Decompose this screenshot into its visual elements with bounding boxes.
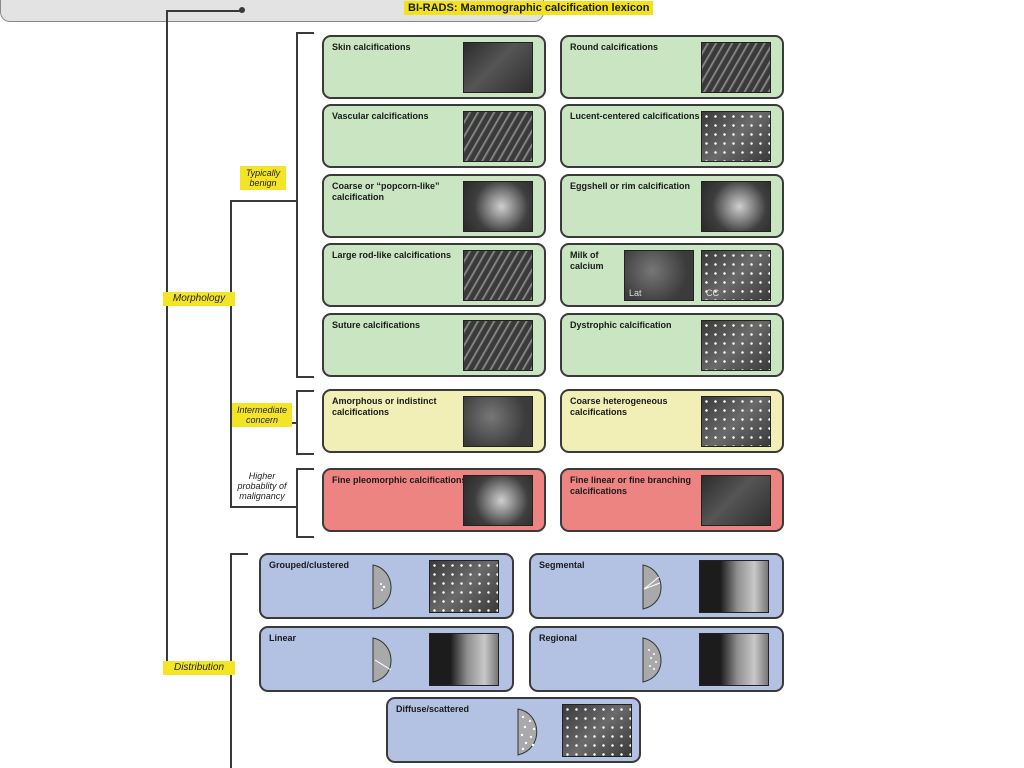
card-label: Dystrophic calcification bbox=[570, 320, 672, 330]
card-label: Eggshell or rim calcification bbox=[570, 181, 691, 191]
bracket bbox=[296, 32, 298, 377]
xray-thumbnail-lat: Lat bbox=[624, 250, 694, 301]
card-diffuse: Diffuse/scattered bbox=[386, 697, 641, 763]
card-vascular: Vascular calcifications bbox=[322, 104, 546, 168]
card-label: Lucent-centered calcifications bbox=[570, 111, 700, 121]
bracket bbox=[296, 536, 314, 538]
xray-thumbnail bbox=[701, 320, 771, 371]
card-popcorn: Coarse or “popcorn-like” calcification bbox=[322, 174, 546, 238]
xray-thumbnail bbox=[463, 250, 533, 301]
xray-thumbnail bbox=[429, 633, 499, 686]
xray-thumbnail-cc: CC bbox=[701, 250, 771, 301]
xray-thumbnail bbox=[463, 181, 533, 232]
branch-morphology: Morphology bbox=[163, 292, 235, 306]
card-label: Vascular calcifications bbox=[332, 111, 429, 121]
card-fine-linear: Fine linear or fine branching calcificat… bbox=[560, 468, 784, 532]
card-dystrophic: Dystrophic calcification bbox=[560, 313, 784, 377]
bracket bbox=[296, 376, 314, 378]
bracket bbox=[230, 553, 232, 768]
tree-line bbox=[230, 200, 232, 507]
xray-thumbnail bbox=[701, 181, 771, 232]
xray-thumbnail bbox=[463, 320, 533, 371]
card-eggshell: Eggshell or rim calcification bbox=[560, 174, 784, 238]
card-label: Coarse or “popcorn-like” calcification bbox=[332, 181, 440, 202]
card-label: Fine pleomorphic calcifications bbox=[332, 475, 467, 485]
card-segmental: Segmental bbox=[529, 553, 784, 619]
card-coarse-heterogeneous: Coarse heterogeneous calcifications bbox=[560, 389, 784, 453]
card-label: Amorphous or indistinct calcifications bbox=[332, 396, 437, 417]
branch-distribution: Distribution bbox=[163, 661, 235, 675]
card-amorphous: Amorphous or indistinct calcifications bbox=[322, 389, 546, 453]
xray-thumbnail bbox=[699, 560, 769, 613]
label-intermediate: Intermediate concern bbox=[232, 403, 292, 427]
card-label: Grouped/clustered bbox=[269, 560, 350, 570]
card-label: Suture calcifications bbox=[332, 320, 421, 330]
card-label: Regional bbox=[539, 633, 578, 643]
tree-line bbox=[166, 10, 168, 667]
xray-thumbnail bbox=[701, 42, 771, 93]
card-label: Round calcifications bbox=[570, 42, 659, 52]
xray-thumbnail bbox=[701, 396, 771, 447]
breast-diagram-icon bbox=[642, 637, 662, 683]
bracket bbox=[296, 32, 314, 34]
card-label: Milk of calcium bbox=[570, 250, 604, 271]
xray-thumbnail bbox=[562, 704, 632, 757]
card-skin: Skin calcifications bbox=[322, 35, 546, 99]
card-label: Linear bbox=[269, 633, 297, 643]
xray-thumbnail bbox=[699, 633, 769, 686]
bracket bbox=[296, 453, 314, 455]
card-label: Fine linear or fine branching calcificat… bbox=[570, 475, 692, 496]
breast-diagram-icon bbox=[517, 708, 538, 756]
view-label-cc: CC bbox=[706, 288, 719, 298]
card-fine-pleomorphic: Fine pleomorphic calcifications bbox=[322, 468, 546, 532]
bracket bbox=[230, 553, 248, 555]
bracket bbox=[296, 390, 314, 392]
view-label-lat: Lat bbox=[629, 288, 642, 298]
bracket bbox=[296, 468, 298, 537]
card-label: Diffuse/scattered bbox=[396, 704, 470, 714]
card-label: Coarse heterogeneous calcifications bbox=[570, 396, 668, 417]
xray-thumbnail bbox=[463, 396, 533, 447]
card-linear: Linear bbox=[259, 626, 514, 692]
card-label: Segmental bbox=[539, 560, 585, 570]
tree-line bbox=[166, 10, 242, 12]
xray-thumbnail bbox=[429, 560, 499, 613]
card-milk-of-calcium: Milk of calcium Lat CC bbox=[560, 243, 784, 307]
card-lucent-centered: Lucent-centered calcifications bbox=[560, 104, 784, 168]
bracket bbox=[296, 468, 314, 470]
label-higher-probability: Higher probablity of malignancy bbox=[237, 471, 287, 501]
xray-thumbnail bbox=[701, 111, 771, 162]
xray-thumbnail bbox=[463, 111, 533, 162]
card-rod-like: Large rod-like calcifications bbox=[322, 243, 546, 307]
card-label: Large rod-like calcifications bbox=[332, 250, 452, 260]
breast-diagram-icon bbox=[642, 564, 662, 610]
card-grouped: Grouped/clustered bbox=[259, 553, 514, 619]
tree-node bbox=[239, 7, 245, 13]
bracket bbox=[296, 390, 298, 454]
tree-line bbox=[230, 200, 297, 202]
card-suture: Suture calcifications bbox=[322, 313, 546, 377]
card-label: Skin calcifications bbox=[332, 42, 411, 52]
card-round: Round calcifications bbox=[560, 35, 784, 99]
breast-diagram-icon bbox=[372, 564, 392, 610]
card-regional: Regional bbox=[529, 626, 784, 692]
xray-thumbnail bbox=[701, 475, 771, 526]
page-title: BI-RADS: Mammographic calcification lexi… bbox=[404, 1, 654, 15]
xray-thumbnail bbox=[463, 475, 533, 526]
label-typically-benign: Typically benign bbox=[240, 166, 286, 190]
tree-line bbox=[230, 506, 297, 508]
breast-diagram-icon bbox=[372, 637, 392, 683]
xray-thumbnail bbox=[463, 42, 533, 93]
